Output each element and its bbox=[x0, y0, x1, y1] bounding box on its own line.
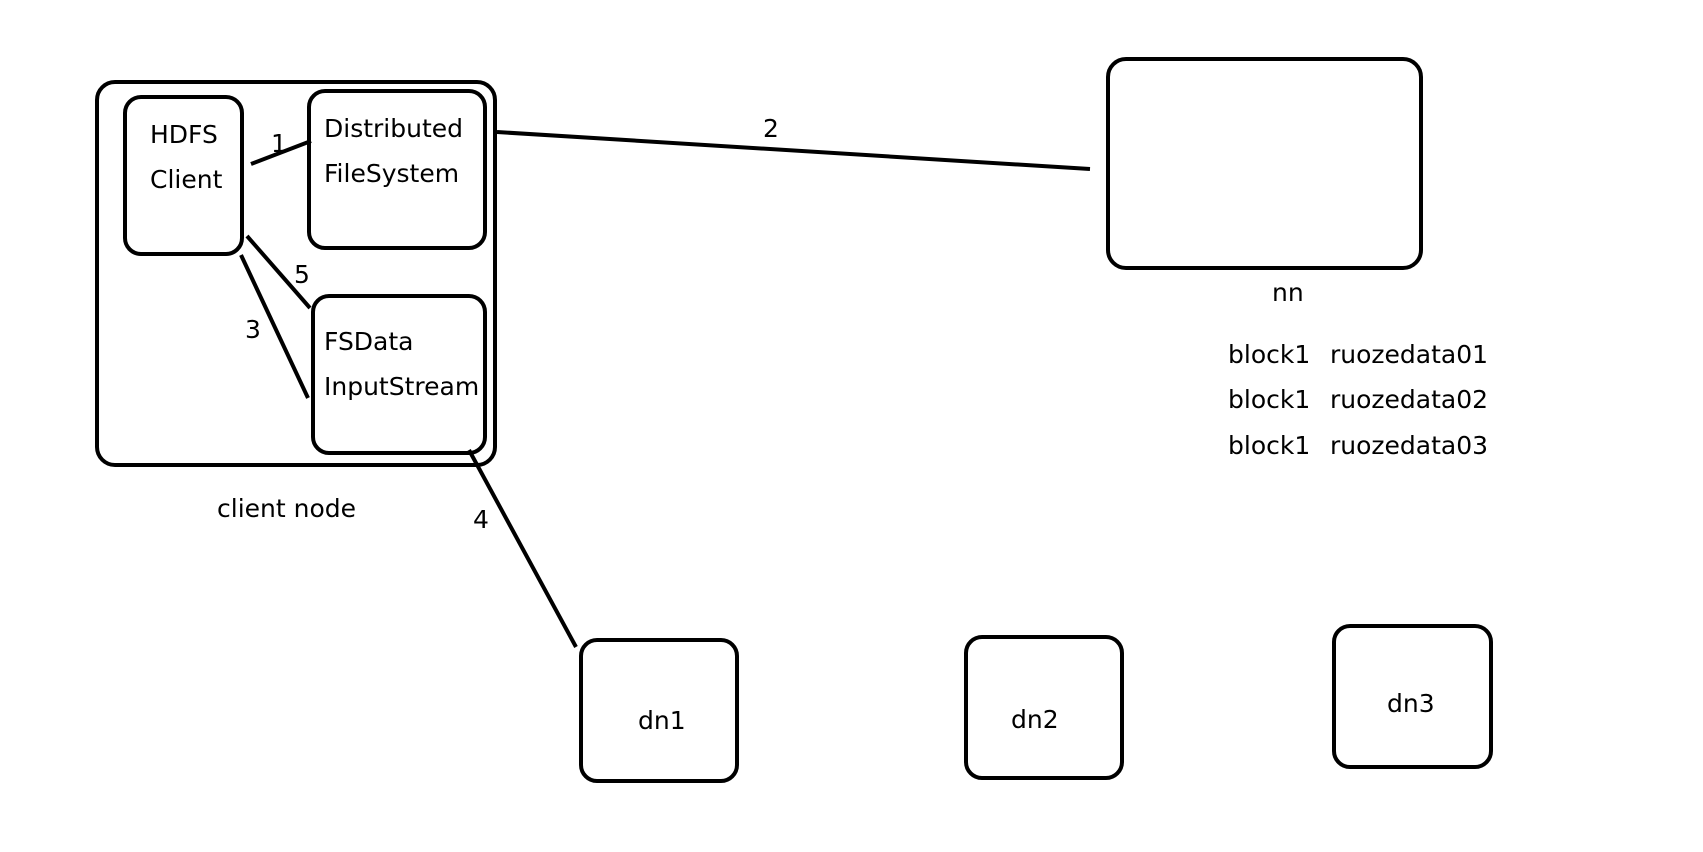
step-1-connector bbox=[250, 139, 312, 166]
datanode-2-box bbox=[964, 635, 1124, 780]
step-1-label: 1 bbox=[271, 129, 287, 158]
distributed-filesystem-box bbox=[307, 89, 487, 250]
namenode-box bbox=[1106, 57, 1423, 270]
distributed-filesystem-label-line2: FileSystem bbox=[324, 159, 459, 188]
hdfs-client-box bbox=[123, 95, 244, 256]
distributed-filesystem-label-line1: Distributed bbox=[324, 114, 463, 143]
fsdata-inputstream-box bbox=[311, 294, 487, 455]
block-map-row-3-block: block1 bbox=[1228, 431, 1310, 460]
datanode-3-box bbox=[1332, 624, 1493, 769]
block-map-row-2-host: ruozedata02 bbox=[1330, 385, 1488, 414]
step-2-label: 2 bbox=[763, 114, 779, 143]
hdfs-client-label-line2: Client bbox=[150, 165, 223, 194]
block-map-row-3-host: ruozedata03 bbox=[1330, 431, 1488, 460]
block-map-row-1-host: ruozedata01 bbox=[1330, 340, 1488, 369]
block-map-row-1-block: block1 bbox=[1228, 340, 1310, 369]
fsdata-inputstream-label-line1: FSData bbox=[324, 327, 414, 356]
namenode-label: nn bbox=[1272, 278, 1304, 307]
fsdata-inputstream-label-line2: InputStream bbox=[324, 372, 479, 401]
client-node-label: client node bbox=[217, 494, 356, 523]
datanode-3-label: dn3 bbox=[1387, 689, 1435, 718]
datanode-1-box bbox=[579, 638, 739, 783]
step-3-label: 3 bbox=[245, 315, 261, 344]
datanode-2-label: dn2 bbox=[1011, 705, 1059, 734]
hdfs-client-label-line1: HDFS bbox=[150, 120, 218, 149]
client-node-box bbox=[95, 80, 497, 467]
step-5-connector bbox=[245, 234, 312, 310]
step-4-connector bbox=[467, 449, 578, 648]
datanode-1-label: dn1 bbox=[638, 706, 686, 735]
block-map-row-2-block: block1 bbox=[1228, 385, 1310, 414]
step-4-label: 4 bbox=[473, 505, 489, 534]
step-3-connector bbox=[239, 254, 310, 399]
step-2-connector bbox=[496, 130, 1091, 171]
step-5-label: 5 bbox=[294, 260, 310, 289]
